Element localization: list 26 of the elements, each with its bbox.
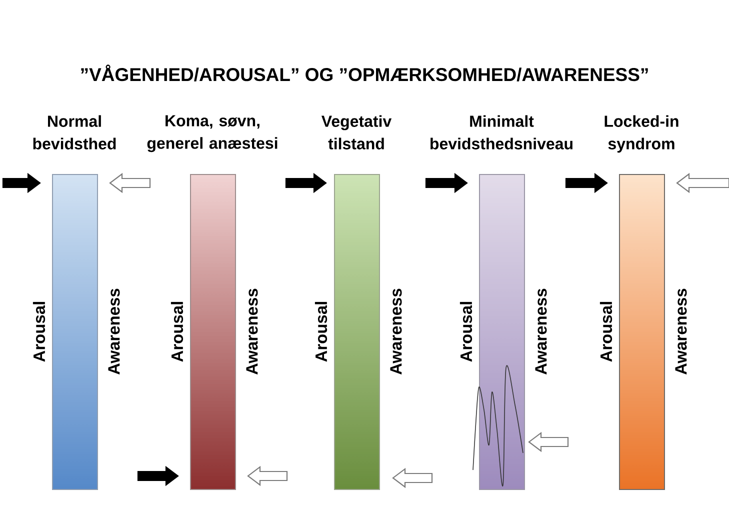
block-arrow: [565, 172, 608, 194]
block-arrow: [285, 172, 327, 194]
block-arrow: [2, 172, 41, 194]
block-arrow: [247, 466, 288, 486]
vertical-label: Awareness: [675, 288, 687, 374]
column-heading: Locked-in syndrom: [604, 115, 678, 153]
vertical-label: Awareness: [390, 288, 402, 374]
vertical-label: Arousal: [170, 302, 184, 362]
block-arrow: [528, 432, 569, 452]
vertical-label: Awareness: [108, 288, 120, 374]
title: ”VÅGENHED/AROUSAL” OG ”OPMÆRKSOMHED/AWARENESS”: [81, 64, 648, 82]
block-arrow: [425, 172, 468, 194]
block-arrow: [676, 172, 729, 194]
block-arrow: [392, 468, 433, 488]
block-arrow: [109, 172, 151, 194]
column-heading: Koma, søvn, generel anæstesi: [147, 115, 278, 152]
vertical-label: Arousal: [460, 302, 472, 362]
column-heading: Vegetativ tilstand: [321, 115, 392, 150]
column-heading: Normal bevidsthed: [33, 115, 116, 150]
vertical-label: Arousal: [600, 302, 612, 362]
column-heading: Minimalt bevidsthedsniveau: [430, 115, 572, 150]
vertical-label: Awareness: [246, 288, 258, 374]
vertical-label: Awareness: [535, 288, 547, 374]
vertical-label: Arousal: [314, 302, 328, 362]
vertical-label: Arousal: [32, 302, 46, 362]
block-arrow: [137, 466, 179, 486]
